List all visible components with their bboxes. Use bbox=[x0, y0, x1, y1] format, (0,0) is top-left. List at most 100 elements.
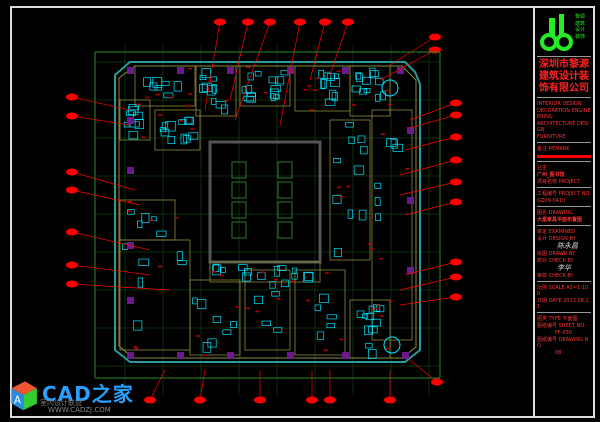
furniture bbox=[347, 209, 353, 219]
furniture bbox=[333, 248, 342, 257]
furniture bbox=[365, 312, 375, 321]
room bbox=[329, 119, 371, 261]
furniture bbox=[304, 272, 314, 281]
round-table bbox=[383, 336, 401, 354]
column bbox=[227, 352, 234, 359]
room-label-mark bbox=[195, 335, 200, 337]
furniture bbox=[345, 122, 354, 128]
room-label-mark bbox=[141, 136, 146, 138]
room-label-mark bbox=[336, 70, 341, 73]
leader-line bbox=[404, 261, 457, 276]
leader-line bbox=[234, 21, 271, 121]
furniture bbox=[331, 91, 338, 101]
furniture bbox=[269, 88, 279, 99]
furniture bbox=[368, 326, 378, 334]
callout-tag bbox=[450, 198, 462, 206]
sheet2-no: 08 bbox=[555, 349, 562, 356]
room-label-mark bbox=[145, 96, 150, 99]
core-wall bbox=[208, 140, 322, 264]
furniture bbox=[151, 216, 157, 222]
furniture bbox=[374, 182, 382, 189]
room-label-mark bbox=[224, 99, 229, 102]
furniture bbox=[211, 97, 217, 106]
furniture bbox=[230, 321, 237, 328]
leader-line bbox=[389, 36, 436, 66]
room-label-mark bbox=[303, 88, 308, 91]
logo-text: 黎源建筑设计装饰 bbox=[575, 14, 586, 40]
room bbox=[195, 65, 237, 117]
room-label-mark bbox=[309, 109, 314, 111]
leader-line bbox=[279, 21, 301, 126]
room-label-mark bbox=[405, 168, 410, 170]
room-label-mark bbox=[346, 185, 351, 188]
callout-tag bbox=[384, 396, 396, 404]
furniture bbox=[361, 313, 369, 319]
furniture bbox=[207, 338, 217, 348]
room-label-mark bbox=[174, 217, 179, 219]
furniture bbox=[334, 73, 339, 79]
room-label-mark bbox=[246, 66, 251, 69]
room-label-mark bbox=[208, 80, 213, 82]
furniture bbox=[188, 132, 199, 140]
furniture bbox=[242, 272, 251, 282]
furniture bbox=[357, 135, 366, 143]
furniture bbox=[196, 299, 207, 310]
furniture bbox=[368, 305, 375, 314]
room-label-mark bbox=[158, 265, 163, 268]
callout-tag bbox=[214, 18, 226, 26]
floor-plan[interactable] bbox=[0, 0, 533, 422]
note-2: DECORATION ENGINEERING bbox=[537, 107, 591, 120]
room-label-mark bbox=[149, 219, 154, 222]
room-label-mark bbox=[235, 306, 240, 308]
scale-value: A3=1:100 bbox=[537, 284, 589, 297]
furniture bbox=[270, 85, 282, 92]
leader-line bbox=[399, 296, 457, 306]
furniture bbox=[137, 220, 143, 228]
room-label-mark bbox=[351, 104, 356, 106]
leader-line bbox=[204, 21, 221, 111]
furniture bbox=[303, 271, 314, 283]
drawing-no-label: 工程编号 PROJECT NO. bbox=[537, 190, 591, 197]
furniture bbox=[180, 133, 187, 145]
furniture bbox=[212, 315, 222, 323]
callout-tag bbox=[264, 18, 276, 26]
column bbox=[342, 352, 349, 359]
room-label-mark bbox=[136, 103, 141, 105]
furniture bbox=[329, 89, 337, 100]
room bbox=[239, 65, 291, 107]
furniture bbox=[141, 212, 150, 224]
furniture bbox=[221, 104, 229, 115]
furniture bbox=[163, 92, 174, 99]
leader-line bbox=[409, 114, 457, 129]
furniture bbox=[326, 314, 337, 320]
furniture bbox=[351, 85, 361, 93]
room-label-mark bbox=[246, 307, 251, 310]
elevator bbox=[277, 201, 293, 219]
furniture bbox=[326, 323, 335, 329]
leader-line bbox=[409, 102, 457, 121]
callout-tag bbox=[450, 293, 462, 301]
column bbox=[402, 352, 409, 359]
furniture bbox=[257, 272, 266, 280]
leader-line bbox=[149, 369, 166, 401]
room bbox=[119, 199, 176, 241]
callout-tag bbox=[324, 396, 336, 404]
company-logo-icon bbox=[540, 14, 573, 51]
column bbox=[127, 167, 134, 174]
column bbox=[177, 352, 184, 359]
furniture bbox=[156, 230, 167, 237]
furniture bbox=[364, 325, 374, 335]
leader-line bbox=[71, 115, 131, 126]
leader-line bbox=[399, 276, 457, 291]
room bbox=[189, 279, 241, 356]
furniture bbox=[202, 342, 212, 353]
room-label-mark bbox=[169, 96, 174, 99]
furniture bbox=[137, 277, 143, 288]
room-label-mark bbox=[260, 271, 265, 273]
room-label-mark bbox=[188, 67, 193, 70]
furniture bbox=[133, 320, 143, 331]
furniture bbox=[370, 70, 379, 78]
furniture bbox=[246, 92, 256, 97]
furniture bbox=[222, 329, 232, 336]
furniture bbox=[161, 122, 169, 129]
